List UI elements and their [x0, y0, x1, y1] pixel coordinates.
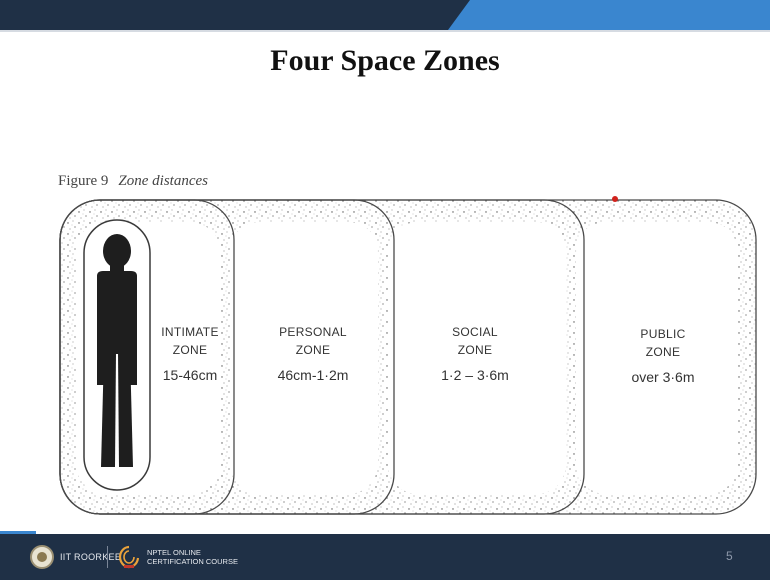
- social-zone-name: SOCIAL: [452, 325, 498, 339]
- page-number: 5: [726, 549, 733, 563]
- person-silhouette-icon: [97, 234, 137, 467]
- personal-zone-distance: 46cm-1·2m: [277, 367, 349, 383]
- public-zone-label: PUBLIC ZONE over 3·6m: [603, 325, 723, 385]
- header-accent-stripe: [448, 0, 770, 30]
- intimate-zone-label: INTIMATE ZONE 15-46cm: [150, 323, 230, 383]
- public-zone-suffix: ZONE: [645, 345, 681, 359]
- nptel-logo-icon: [118, 545, 140, 569]
- public-zone-name: PUBLIC: [640, 327, 686, 341]
- figure-caption: Figure 9 Zone distances: [58, 173, 208, 190]
- personal-zone-name: PERSONAL: [279, 325, 347, 339]
- course-name-line2: CERTIFICATION COURSE: [147, 557, 238, 566]
- institute-name: IIT ROORKEE: [60, 552, 122, 562]
- course-name: NPTEL ONLINE CERTIFICATION COURSE: [147, 548, 238, 566]
- iit-roorkee-logo-icon: [30, 545, 54, 569]
- social-zone-distance: 1·2 – 3·6m: [441, 367, 509, 383]
- intimate-zone-suffix: ZONE: [172, 343, 208, 357]
- slide-title: Four Space Zones: [270, 44, 500, 77]
- personal-zone-label: PERSONAL ZONE 46cm-1·2m: [258, 323, 368, 383]
- figure-label: Figure 9: [58, 173, 109, 189]
- public-zone-distance: over 3·6m: [631, 369, 695, 385]
- footer-divider: [107, 546, 108, 568]
- intimate-zone-name: INTIMATE: [161, 325, 219, 339]
- intimate-zone-distance: 15-46cm: [162, 367, 218, 383]
- intimate-zone-outline: [59, 199, 235, 515]
- figure-caption-text: Zone distances: [118, 173, 208, 189]
- header-divider: [0, 30, 770, 32]
- social-zone-suffix: ZONE: [457, 343, 493, 357]
- footer-bar: [0, 534, 770, 580]
- course-name-line1: NPTEL ONLINE: [147, 548, 201, 557]
- footer-accent: [0, 531, 36, 534]
- laser-pointer-dot: [612, 196, 618, 202]
- social-zone-label: SOCIAL ZONE 1·2 – 3·6m: [410, 323, 540, 383]
- personal-zone-suffix: ZONE: [295, 343, 331, 357]
